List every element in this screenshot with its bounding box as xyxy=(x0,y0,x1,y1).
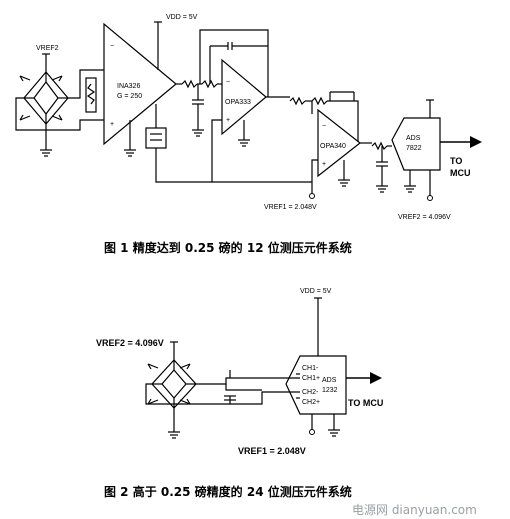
fig2-ch1p-label: CH1+ xyxy=(302,375,320,382)
fig2-ground-2 xyxy=(328,429,340,437)
fig1-caption: 图 1 精度达到 0.25 磅的 12 位测压元件系统 xyxy=(104,240,352,255)
fig2-vref1-node xyxy=(309,429,315,435)
fig1-opa-b-name: OPA340 xyxy=(320,143,346,150)
fig1-adc-model: 7822 xyxy=(406,145,422,152)
watermark-text: 电源网 dianyuan.com xyxy=(352,503,477,517)
fig1-resistor-4 xyxy=(311,96,328,106)
fig1-resistor-1 xyxy=(181,79,198,89)
fig1-resistor-5 xyxy=(371,141,388,151)
figure-2-schematic: VREF2 = 4.096V xyxy=(96,288,383,499)
fig2-to-mcu-label: TO MCU xyxy=(348,398,383,408)
fig1-ina-minus: − xyxy=(110,43,114,50)
fig1-ground-3 xyxy=(192,129,204,137)
fig1-ground-6 xyxy=(376,185,388,193)
fig1-opa340-amplifier xyxy=(317,108,361,178)
fig1-ground-7 xyxy=(404,185,416,193)
fig2-vref2-label: VREF2 = 4.096V xyxy=(96,338,164,348)
fig1-ads7822-adc xyxy=(391,117,441,171)
fig1-to-mcu-label-2: MCU xyxy=(450,168,471,178)
fig1-ground-5 xyxy=(338,179,350,187)
fig1-ground-2 xyxy=(124,149,136,157)
fig1-opa-a-minus: − xyxy=(226,79,230,86)
fig1-vref1-label: VREF1 = 2.048V xyxy=(264,204,317,211)
fig2-caption: 图 2 高于 0.25 磅精度的 24 位测压元件系统 xyxy=(104,484,352,499)
fig2-ch1m-label: CH1- xyxy=(302,365,319,372)
fig1-vref2-label: VREF2 = 4.096V xyxy=(398,214,451,221)
fig2-ch2m-label: CH2- xyxy=(302,389,319,396)
fig2-bridge-sensor xyxy=(147,359,197,409)
fig1-vdd-label: VDD = 5V xyxy=(166,14,198,21)
fig2-to-mcu-arrow xyxy=(370,372,382,384)
fig2-adc-name: ADS xyxy=(322,377,337,384)
figure-1-schematic: VREF2 − xyxy=(15,14,482,255)
fig1-vref2-left-label: VREF2 xyxy=(36,45,59,52)
fig2-vdd-label: VDD = 5V xyxy=(300,288,332,295)
fig2-ads1232-adc xyxy=(285,355,347,415)
fig1-ina-name: INA326 xyxy=(117,83,140,90)
fig1-ground-4 xyxy=(238,139,250,147)
fig2-ch2p-label: CH2+ xyxy=(302,399,320,406)
fig1-bridge-sensor xyxy=(19,71,69,125)
fig1-adc-name: ADS xyxy=(406,135,421,142)
fig1-opa-b-minus: − xyxy=(322,123,326,130)
fig1-opa333-amplifier xyxy=(221,58,267,136)
fig1-filter-network xyxy=(145,127,167,149)
fig1-gain-resistor-box xyxy=(85,77,97,113)
fig1-to-mcu-arrow xyxy=(470,136,482,148)
fig1-ina-gain: G = 250 xyxy=(117,93,142,100)
fig1-resistor-3 xyxy=(289,96,306,106)
fig1-opa-a-name: OPA333 xyxy=(225,99,251,106)
fig2-vref1-label: VREF1 = 2.048V xyxy=(238,446,306,456)
fig2-ground-1 xyxy=(168,431,180,439)
fig1-opa-b-plus: + xyxy=(322,161,326,168)
fig1-ground-1 xyxy=(40,149,52,157)
fig1-to-mcu-label-1: TO xyxy=(450,156,462,166)
fig1-opa-a-plus: + xyxy=(226,117,230,124)
fig1-ina-plus: + xyxy=(110,121,114,128)
fig1-ina326-amplifier xyxy=(103,22,177,146)
fig1-vref1-node xyxy=(309,193,315,199)
fig2-adc-model: 1232 xyxy=(322,387,338,394)
fig1-vref2-node xyxy=(427,195,433,201)
